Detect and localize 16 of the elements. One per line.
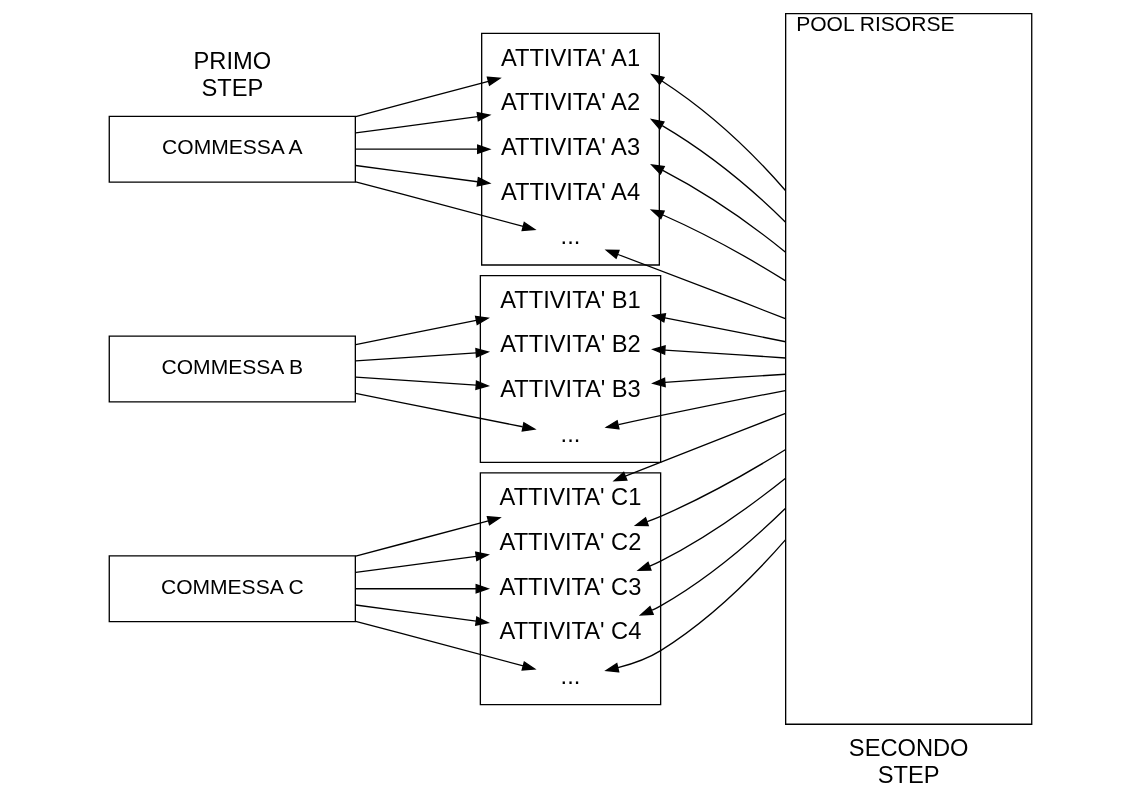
node-text: ... bbox=[560, 420, 581, 447]
node-text: ATTIVITA' B2 bbox=[500, 331, 641, 358]
node-text: ATTIVITA' A2 bbox=[500, 89, 641, 116]
node-text: ATTIVITA' B1 bbox=[500, 286, 641, 313]
node-text: ATTIVITA' B3 bbox=[500, 376, 641, 403]
node-text: ... bbox=[560, 663, 581, 690]
node-text: ATTIVITA' C2 bbox=[499, 528, 642, 555]
node-text: ATTIVITA' A1 bbox=[500, 44, 641, 71]
node-text: ... bbox=[560, 223, 581, 250]
node-text: ATTIVITA' C1 bbox=[499, 484, 642, 511]
label: PRIMO STEP bbox=[193, 48, 272, 101]
node-text: ATTIVITA' C3 bbox=[499, 573, 642, 600]
node-text: ATTIVITA' A4 bbox=[500, 178, 641, 205]
label: SECONDO STEP bbox=[848, 735, 969, 788]
node-text: ATTIVITA' C4 bbox=[499, 618, 642, 645]
node-text: ATTIVITA' A3 bbox=[500, 134, 641, 160]
